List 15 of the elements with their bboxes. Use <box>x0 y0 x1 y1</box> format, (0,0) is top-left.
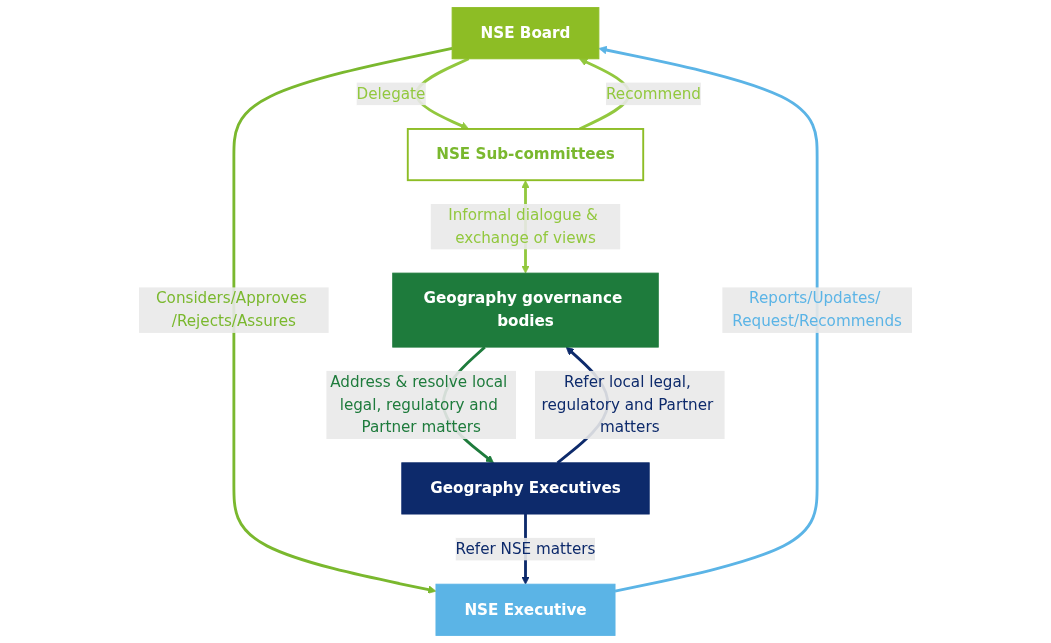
edge-label: Reports/Updates/ Request/Recommends <box>732 289 902 331</box>
node-box: NSE Executive <box>435 583 616 636</box>
edge-label: Considers/Approves /Rejects/Assures <box>156 289 307 331</box>
edge-label: Informal dialogue & exchange of views <box>448 205 598 247</box>
edge-label: Refer NSE matters <box>455 539 596 558</box>
node-box: Geography governance bodies <box>392 272 659 348</box>
node-box: NSE Board <box>451 7 600 60</box>
node-box: NSE Sub-committees <box>406 128 645 182</box>
edge-label: Address & resolve local legal, regulatory and Partner matters <box>330 372 508 437</box>
node-box: Geography Executives <box>401 462 650 515</box>
edge-label: Recommend <box>606 84 701 103</box>
edge-label: Delegate <box>356 84 426 103</box>
arrow <box>598 45 819 593</box>
arrow <box>232 47 453 594</box>
edge-label: Refer local legal, regulatory and Partner matters <box>541 372 714 437</box>
